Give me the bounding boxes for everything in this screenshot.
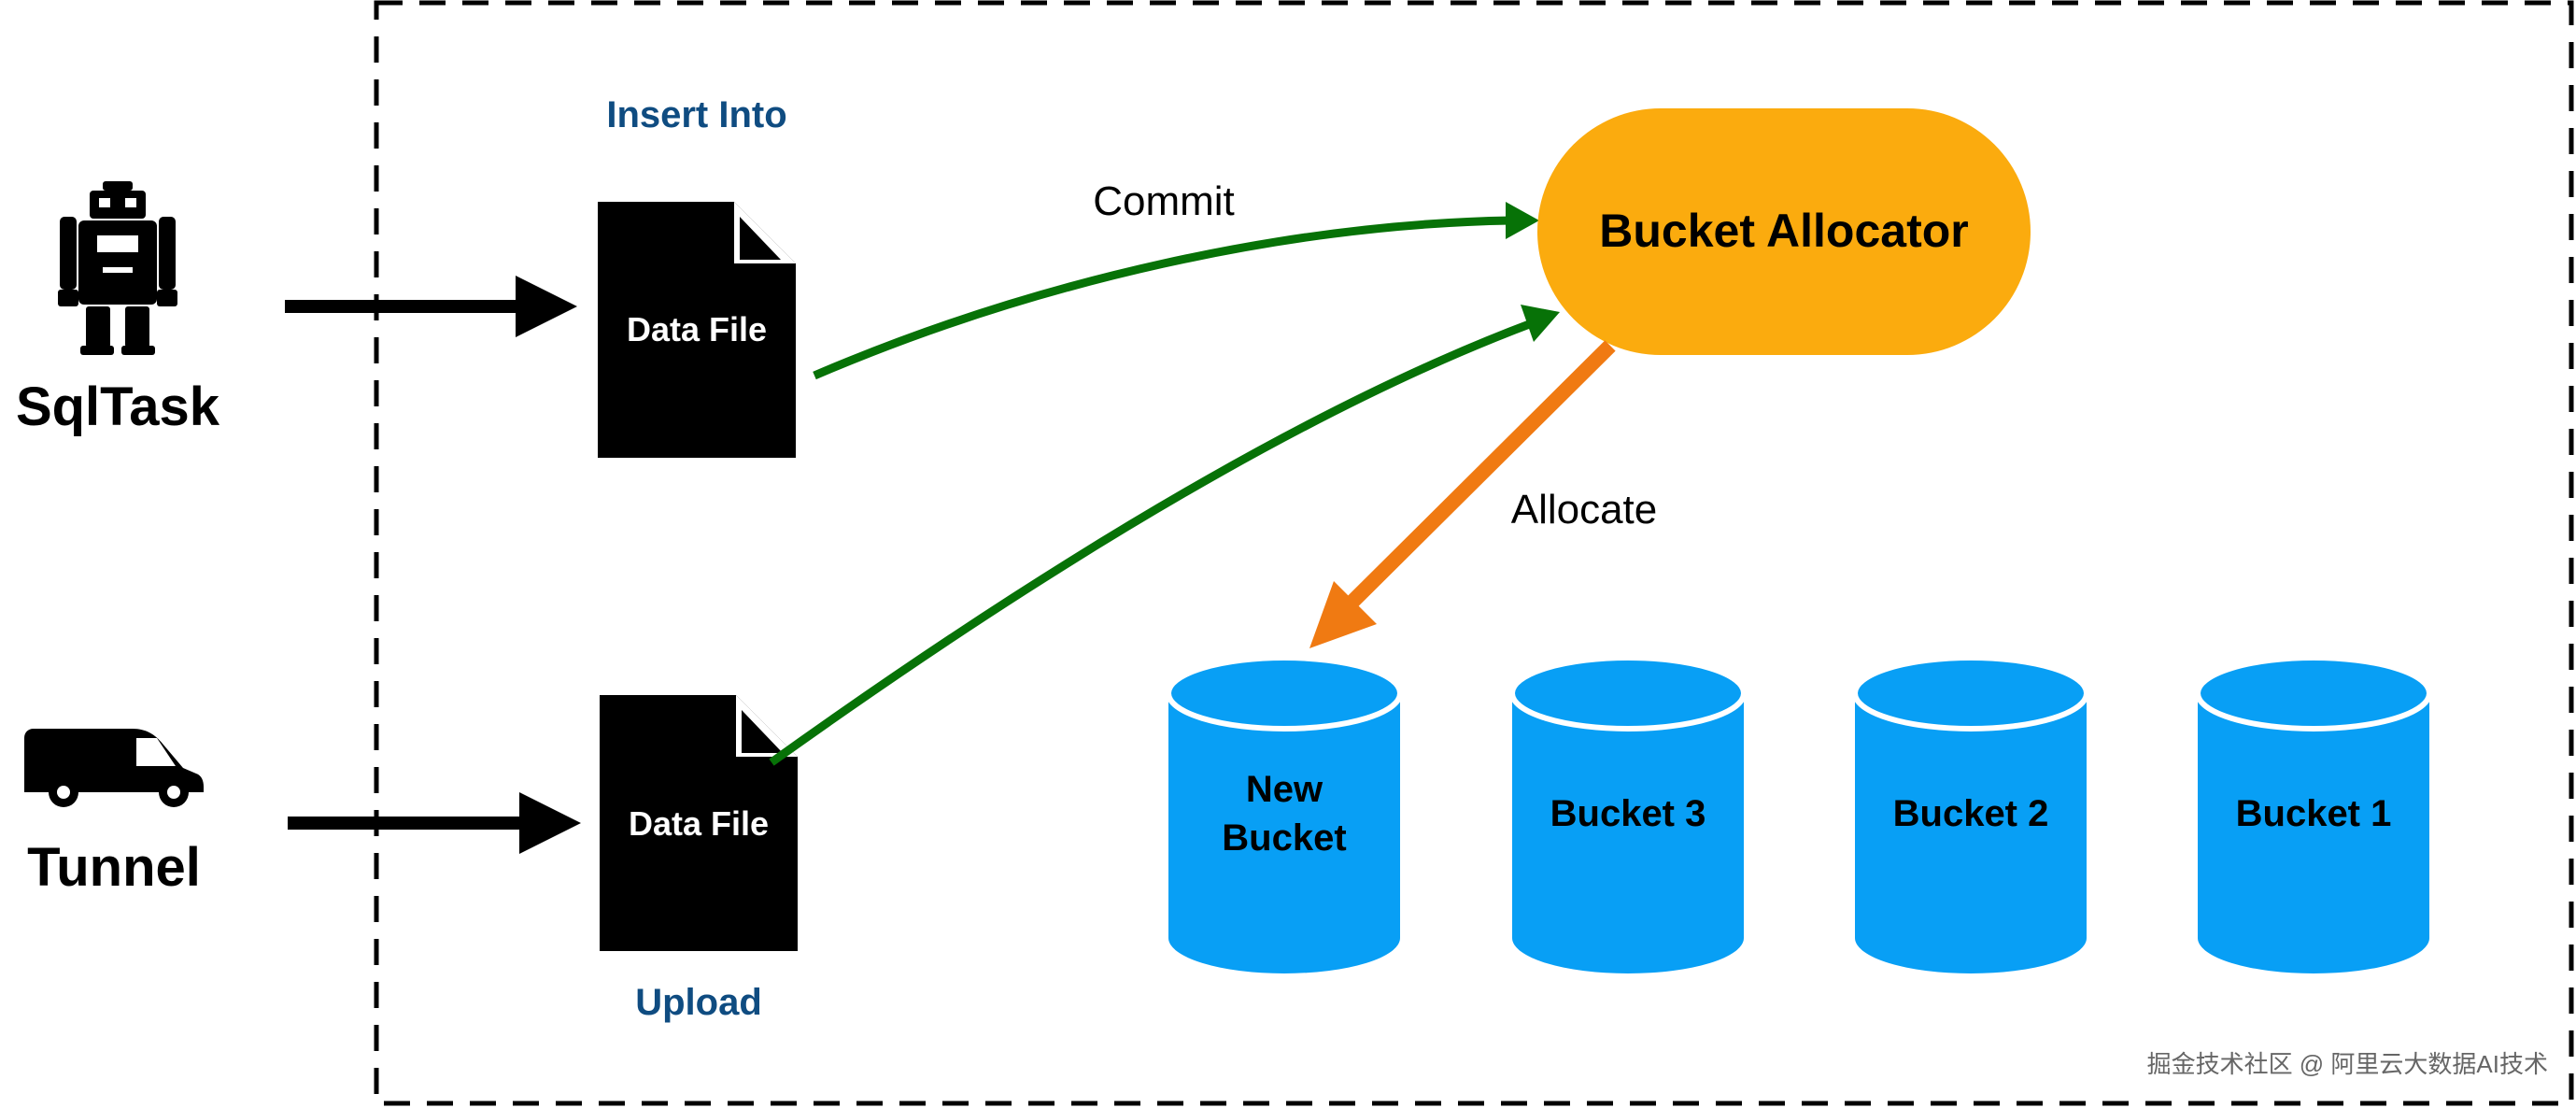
commit-arrow-upload <box>769 319 1534 766</box>
upload-data-file-label: Data File <box>629 804 769 843</box>
sqltask-label: SqlTask <box>16 376 220 437</box>
commit-label: Commit <box>1093 178 1235 224</box>
bucket-cylinder: Bucket 1 <box>2195 655 2432 973</box>
tunnel-label: Tunnel <box>27 837 201 898</box>
bucket-cylinder: Bucket 2 <box>1852 655 2089 973</box>
allocate-arrow: Allocate <box>1309 340 1658 648</box>
bucket-allocator-label: Bucket Allocator <box>1599 205 1968 257</box>
van-icon <box>24 729 204 807</box>
bucket-label: New <box>1246 769 1323 810</box>
allocate-label: Allocate <box>1511 487 1658 533</box>
insert-data-file: Insert Into Data File <box>598 94 796 458</box>
insert-into-caption: Insert Into <box>606 94 786 135</box>
watermark: 掘金技术社区 @ 阿里云大数据AI技术 <box>2147 1050 2548 1078</box>
system-boundary <box>374 0 2574 1106</box>
upload-data-file: Data File Upload <box>600 695 798 1023</box>
bucket-label: Bucket 3 <box>1550 793 1706 834</box>
input-arrows <box>285 276 581 854</box>
bucket-label: Bucket 1 <box>2236 793 2392 834</box>
bucket-allocator-shape <box>1537 108 2031 355</box>
bucket-cylinder: Bucket 3 <box>1509 655 1747 973</box>
insert-data-file-label: Data File <box>627 310 767 348</box>
tunnel-source: Tunnel <box>24 729 204 898</box>
commit-arrows: Commit <box>769 178 1560 766</box>
bucket-label: Bucket 2 <box>1893 793 2049 834</box>
upload-caption: Upload <box>635 982 762 1023</box>
bucket-label: Bucket <box>1222 817 1346 859</box>
bucket-allocator: Bucket Allocator <box>1537 108 2031 355</box>
document-icon <box>600 695 798 951</box>
sqltask-source: SqlTask <box>16 181 220 437</box>
commit-arrow-insert <box>813 216 1512 380</box>
document-icon <box>598 202 796 458</box>
